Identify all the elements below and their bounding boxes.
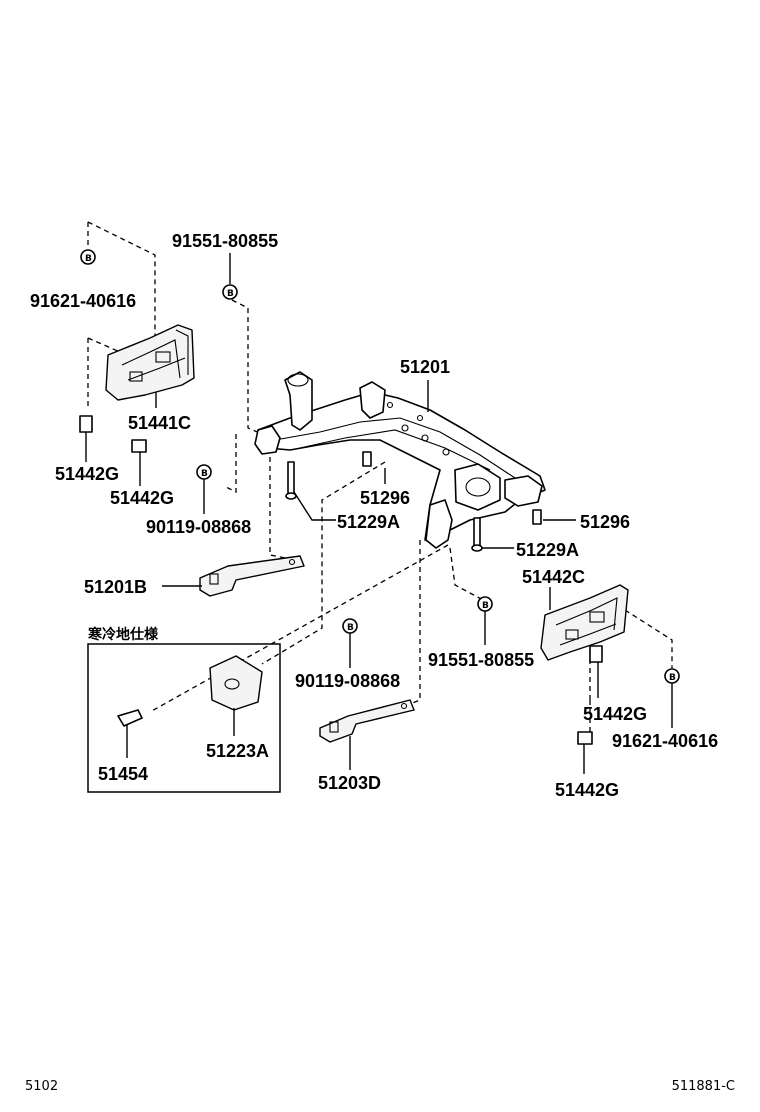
brace-51203d	[319, 699, 415, 743]
left-side-bracket	[105, 324, 195, 401]
label-51442g-1: 51442G	[55, 464, 119, 484]
front-suspension-crossmember	[254, 371, 546, 549]
label-51229a-left: 51229A	[337, 512, 400, 532]
label-51454: 51454	[98, 764, 148, 784]
inset-title: 寒冷地仕様	[88, 626, 159, 643]
label-51442g-4: 51442G	[555, 780, 619, 800]
label-51442c: 51442C	[522, 567, 585, 587]
label-51201b: 51201B	[84, 577, 147, 597]
bolt-marker-icon	[222, 284, 238, 300]
label-91551-80855-top: 91551-80855	[172, 231, 278, 251]
label-51442g-2: 51442G	[110, 488, 174, 508]
bolt-marker-text: B	[482, 601, 489, 611]
bolt-marker-text: B	[669, 673, 676, 683]
bolt-marker-text: B	[347, 623, 354, 633]
bolt-marker-icon	[80, 249, 96, 265]
label-51296-right: 51296	[580, 512, 630, 532]
label-51296-top: 51296	[360, 488, 410, 508]
label-91621-40616-left: 91621-40616	[30, 291, 136, 311]
assembly-guide-lines	[87, 221, 673, 735]
label-51203d: 51203D	[318, 773, 381, 793]
bolt-marker-text: B	[227, 289, 234, 299]
bolt-markers: B B B B B B	[80, 249, 680, 684]
footer-page-code: 5102	[25, 1079, 58, 1094]
right-side-bracket	[540, 584, 629, 661]
part-labels: 51201 91551-80855 91621-40616 51441C 514…	[30, 231, 718, 800]
bolt-marker-text: B	[85, 254, 92, 264]
label-51442g-3: 51442G	[583, 704, 647, 724]
footer: 5102 511881-C	[25, 1079, 735, 1094]
label-51229a-right: 51229A	[516, 540, 579, 560]
label-51441c: 51441C	[128, 413, 191, 433]
cold-area-inset	[87, 643, 281, 793]
fasteners	[79, 415, 603, 745]
label-91621-40616-right: 91621-40616	[612, 731, 718, 751]
label-91551-80855-right: 91551-80855	[428, 650, 534, 670]
footer-figure-code: 511881-C	[672, 1079, 735, 1094]
label-51201: 51201	[400, 357, 450, 377]
label-90119-08868-left: 90119-08868	[146, 517, 251, 537]
label-51223a: 51223A	[206, 741, 269, 761]
bolt-marker-text: B	[201, 469, 208, 479]
leader-lines	[85, 253, 673, 774]
brace-51201b	[199, 555, 305, 597]
label-90119-08868-center: 90119-08868	[295, 671, 400, 691]
